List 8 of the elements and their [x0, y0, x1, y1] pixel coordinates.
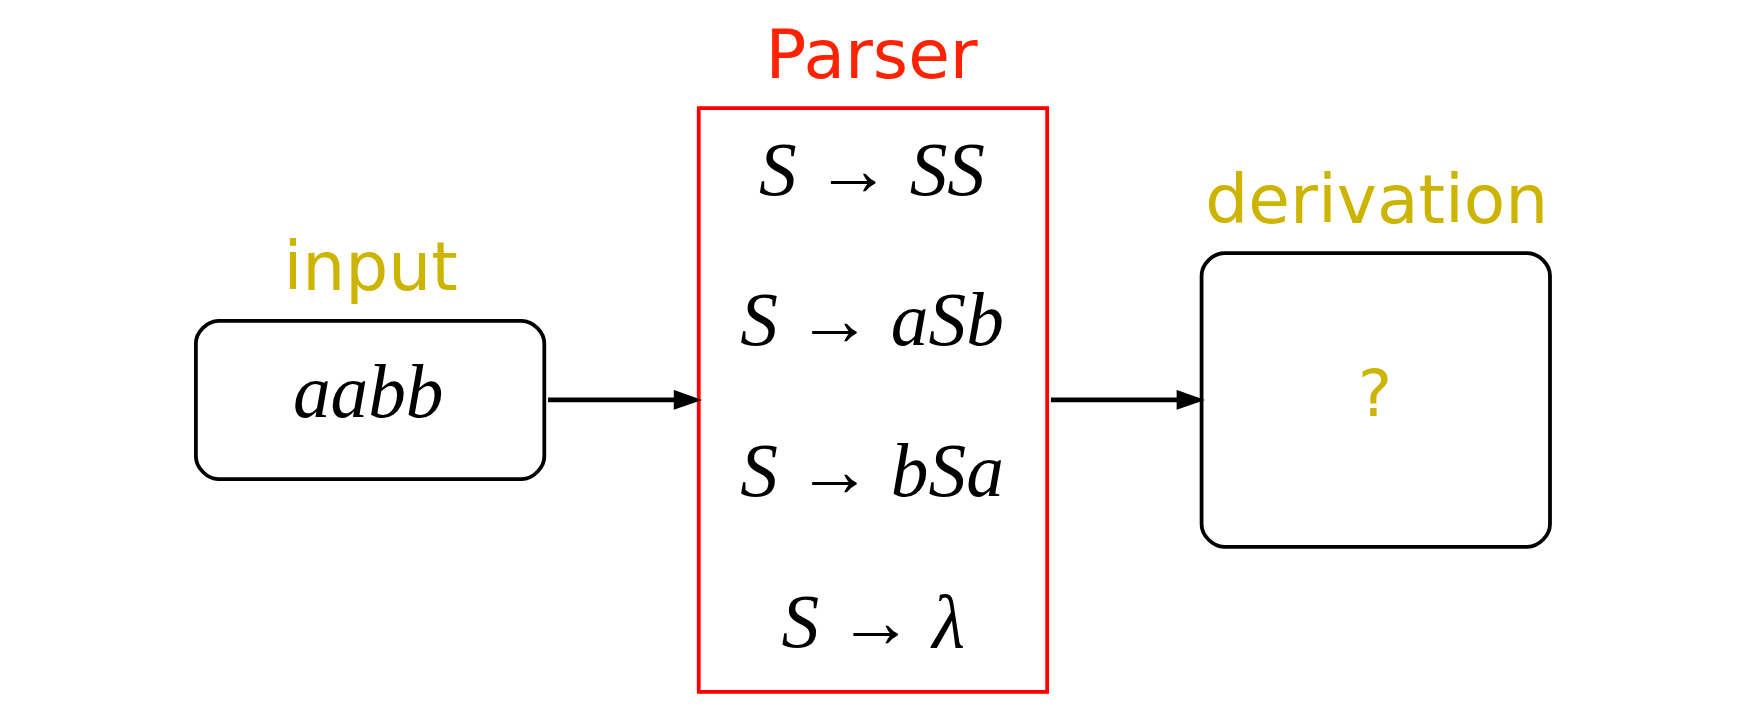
arrow — [547, 390, 702, 410]
node-box: S → SS S → aSb S → bSa S → λ — [696, 106, 1049, 694]
arrow — [1050, 390, 1205, 410]
node-label: Parser — [765, 14, 978, 94]
node-box: aabb — [193, 318, 546, 481]
node-label: derivation — [1204, 159, 1548, 239]
node-box: ? — [1199, 251, 1552, 549]
node-label: input — [282, 227, 458, 307]
